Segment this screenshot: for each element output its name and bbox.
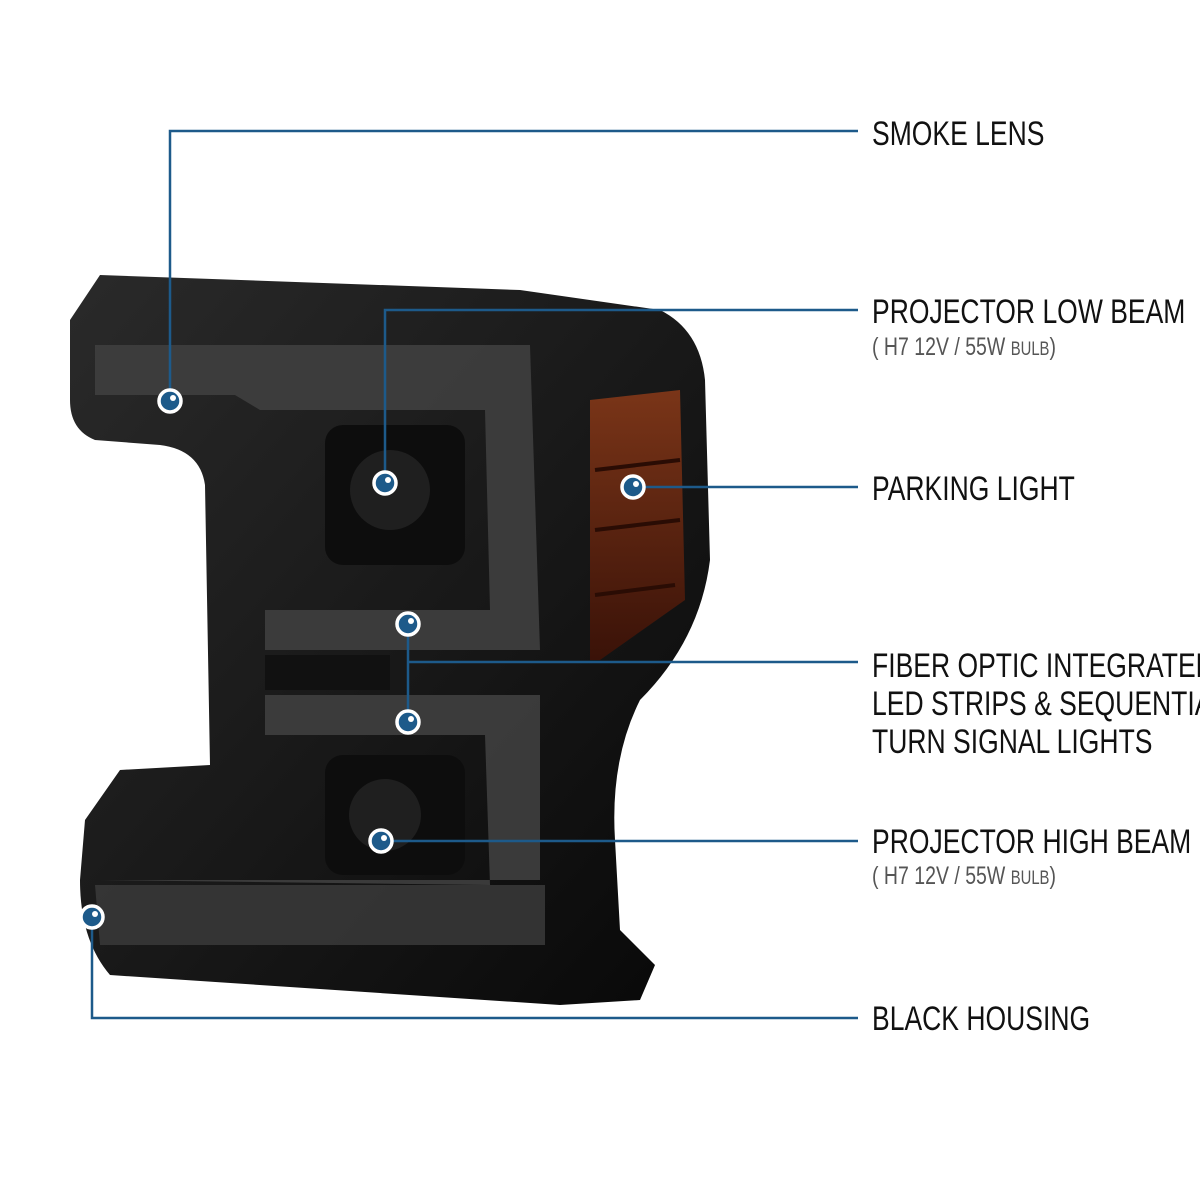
dot-fiber-upper <box>395 611 421 637</box>
dot-parking-light <box>620 474 646 500</box>
label-fiber-optic-line-2: LED STRIPS & SEQUENTIAL <box>872 685 1200 723</box>
bulb-close: ) <box>1049 862 1056 890</box>
label-projector-high-beam: PROJECTOR HIGH BEAM <box>872 823 1192 861</box>
bulb-word: BULB <box>1010 868 1050 889</box>
headlight-housing <box>70 275 710 1005</box>
dot-high-beam <box>368 828 394 854</box>
label-smoke-lens: SMOKE LENS <box>872 115 1045 153</box>
bulb-spec-text: ( H7 12V / 55W <box>872 333 1006 361</box>
dot-smoke-lens <box>157 388 183 414</box>
dot-fiber-lower <box>395 709 421 735</box>
label-fiber-optic-line-1: FIBER OPTIC INTEGRATED <box>872 647 1200 685</box>
label-parking-light: PARKING LIGHT <box>872 470 1075 508</box>
high-beam-bulb-spec: ( H7 12V / 55W BULB) <box>872 862 1056 891</box>
bulb-spec-text: ( H7 12V / 55W <box>872 862 1006 890</box>
leader-lines <box>90 129 858 1020</box>
label-black-housing: BLACK HOUSING <box>872 1000 1091 1038</box>
low-beam-bulb-spec: ( H7 12V / 55W BULB) <box>872 333 1056 362</box>
bulb-word: BULB <box>1010 339 1050 360</box>
dot-low-beam <box>372 470 398 496</box>
label-projector-low-beam: PROJECTOR LOW BEAM <box>872 293 1186 331</box>
callout-dots <box>79 388 646 930</box>
bulb-close: ) <box>1049 333 1056 361</box>
dot-black-housing <box>79 904 105 930</box>
label-fiber-optic-line-3: TURN SIGNAL LIGHTS <box>872 723 1153 761</box>
